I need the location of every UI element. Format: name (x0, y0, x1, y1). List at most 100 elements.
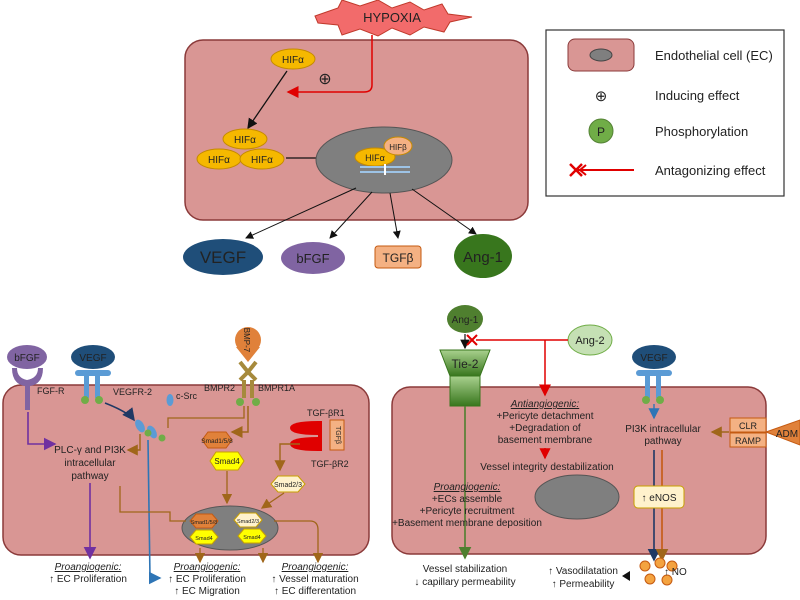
hif-accumulate-arrow (247, 70, 288, 130)
hypoxia-label: HYPOXIA (363, 10, 421, 25)
no-pointer-icon (622, 571, 630, 581)
enos-box (633, 485, 685, 509)
ang1-ligand (447, 305, 483, 333)
vegf-output (183, 239, 263, 275)
tgfbr1-label: TGF-βR1 (307, 408, 345, 418)
anti-line-1: +Pericyte detachment (497, 411, 594, 422)
nuclear-smad23-label: Smad2/3 (237, 519, 259, 525)
tie2-body (449, 375, 481, 407)
left-panel: bFGF FGF-R VEGF VEGFR-2 c-Src BMP-7 (2, 327, 370, 597)
bmpr2-label: BMPR2 (204, 383, 235, 393)
arrow-to-vegf (245, 187, 357, 239)
vegfr2-receptor (75, 370, 111, 404)
vegfr2-label: VEGFR-2 (113, 387, 152, 397)
bfgf-output (281, 242, 345, 274)
ramp-label: RAMP (735, 436, 761, 446)
hypoxia-inducing-arrow (286, 35, 373, 98)
smad23-protein (270, 475, 306, 493)
bmpr1a-label: BMPR1A (258, 383, 295, 393)
legend-label-antagonizing: Antagonizing effect (655, 163, 766, 178)
left-outcome3-line1: ↑ Vessel maturation (271, 574, 358, 585)
vegfr2-to-src-arrow (104, 402, 135, 422)
tgfb-ligand (329, 419, 345, 451)
arrow-to-tgfb (389, 192, 401, 239)
legend-label-inducing: Inducing effect (655, 88, 740, 103)
left-outcome3-line2: ↑ EC differentation (274, 586, 356, 597)
clr-receptor (729, 417, 767, 433)
smad158-protein (201, 431, 233, 449)
nuclear-smad158-label: Smad1/5/8 (191, 520, 218, 526)
fgfr-label: FGF-R (37, 386, 65, 396)
nuclear-smad4-a-label: Smad4 (195, 536, 212, 542)
clr-label: CLR (739, 421, 758, 431)
vegf-output-label: VEGF (200, 248, 246, 267)
left-outcome3-title: Proangiogenic: (282, 562, 349, 573)
legend: Endothelial cell (EC) ⊕ Inducing effect … (545, 29, 785, 197)
dna-strand-icon (360, 164, 410, 175)
vegf-ligand-label: VEGF (79, 353, 106, 364)
bmpr-phos-1 (236, 398, 244, 406)
anti-line-2: +Degradation of (509, 423, 581, 434)
hif-alpha-cluster-3 (239, 148, 285, 170)
smad4-label: Smad4 (214, 457, 240, 466)
nucleus-to-outcome3-arrow (274, 520, 324, 564)
hypoxia-starburst (314, 0, 473, 37)
nuclear-smad4-a (189, 529, 219, 545)
smad23-to-nucleus-arrow (260, 492, 285, 509)
inducing-symbol: ⊕ (318, 71, 331, 88)
tgfbr2-label: TGF-βR2 (311, 459, 349, 469)
left-outcome2-line2: ↑ EC Migration (174, 586, 240, 597)
right-nucleus (534, 474, 620, 520)
no-label: ↑ NO (664, 567, 687, 578)
phos-symbol: P (597, 125, 605, 139)
right-endothelial-cell (391, 386, 767, 555)
hif-alpha-single (270, 48, 316, 70)
bfgf-ligand-label: bFGF (14, 353, 40, 364)
ang1-ligand-label: Ang-1 (452, 315, 479, 326)
plc-pathway-line-1: PLC-γ and PI3K (54, 445, 126, 456)
left-outcome2-line1: ↑ EC Proliferation (168, 574, 246, 585)
nuclear-smad158 (189, 513, 219, 529)
pro-line-3: +Basement membrane deposition (392, 518, 542, 529)
bmpr-phos-2 (252, 398, 260, 406)
bmp7-ligand (235, 327, 261, 362)
smad158-label: Smad1/5/8 (201, 438, 233, 445)
smad23-label: Smad2/3 (274, 482, 302, 489)
no-molecules-icon (639, 557, 678, 586)
bmp-receptors (238, 360, 258, 398)
inducing-effect-icon: ⊕ (595, 88, 608, 105)
nuclear-smad4-b (237, 528, 267, 544)
vegf-ligand-right-label: VEGF (640, 353, 667, 364)
hif-beta-label: HIFβ (389, 143, 407, 152)
right-panel: Ang-1 Ang-2 Tie-2 Antiangiogenic: +Peric… (391, 305, 800, 590)
plc-pathway-line-3: pathway (71, 471, 108, 482)
hif-alpha-cluster-1 (222, 128, 268, 150)
top-panel: HYPOXIA ⊕ HIFα HIFα HIFα HIFα HIFα HIFβ (183, 0, 529, 278)
vessel-destab-text: Vessel integrity destabilization (480, 462, 613, 473)
legend-label-phos: Phosphorylation (655, 124, 748, 139)
csrc-complex (135, 394, 174, 442)
tgfb-receptors (290, 421, 322, 451)
vegf-ligand (71, 345, 115, 369)
anti-title: Antiangiogenic: (510, 399, 580, 410)
hif-alpha-label: HIFα (208, 155, 230, 166)
anti-line-3: basement membrane (498, 435, 593, 446)
ang1-output (454, 234, 512, 278)
hif-alpha-label: HIFα (251, 155, 273, 166)
stab-line-1: Vessel stabilization (423, 564, 508, 575)
ramp-receptor (729, 432, 767, 448)
tie2-label: Tie-2 (452, 357, 479, 371)
nucleus-to-outcome2-arrow (119, 486, 186, 522)
vegf-ligand-right (632, 345, 676, 369)
fgf-receptor (7, 345, 47, 410)
tgfbr-to-smad23-arrow (274, 443, 300, 472)
phosphorylation-icon (588, 118, 614, 144)
hif-beta-nuclear (383, 136, 413, 156)
pro-line-2: +Pericyte recruitment (420, 506, 515, 517)
src-to-plc-arrow (126, 434, 141, 456)
stab-line-2: ↓ capillary permeability (414, 577, 515, 588)
bmpr-to-smad158-arrow (230, 406, 249, 438)
bmpr-to-csrc-arrow (167, 406, 245, 428)
ang2-ligand-label: Ang-2 (575, 335, 604, 347)
